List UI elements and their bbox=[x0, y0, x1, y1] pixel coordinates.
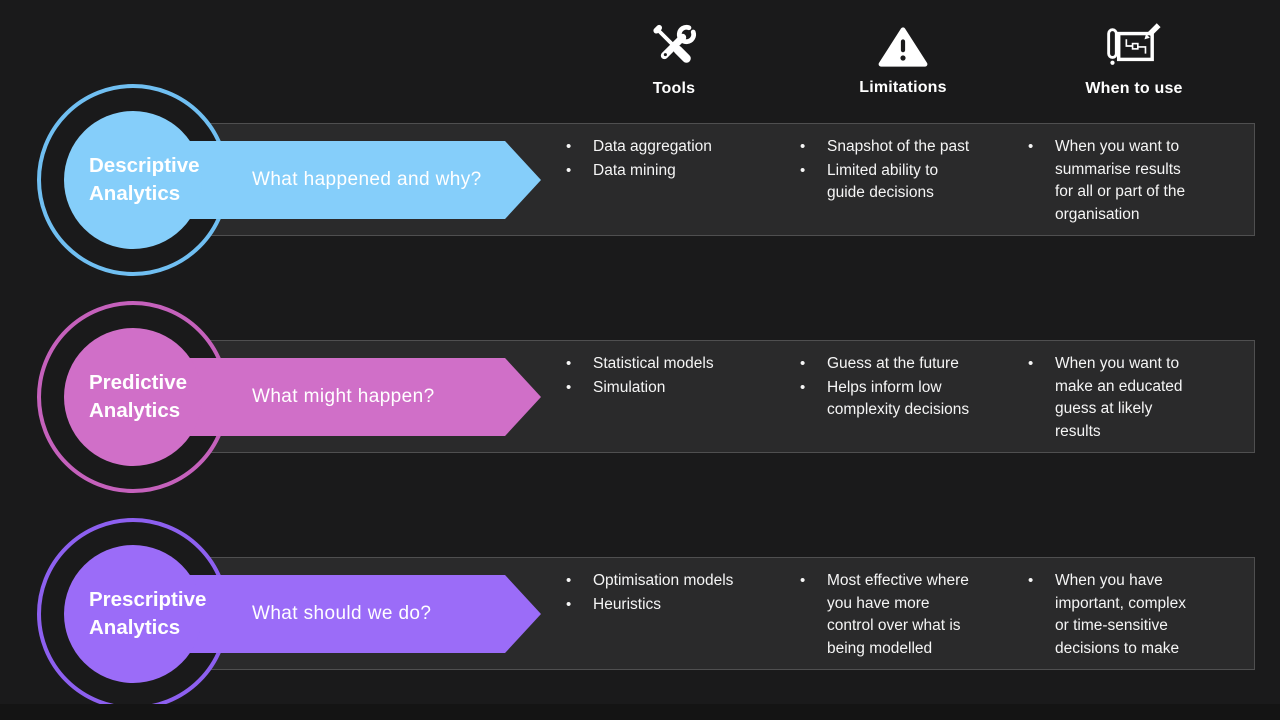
list-item: •Data mining bbox=[566, 160, 786, 183]
question-arrow: What might happen? bbox=[150, 358, 541, 436]
header-column-tools: Tools bbox=[614, 22, 734, 98]
header-column-limitations: Limitations bbox=[833, 25, 973, 97]
column-header-limitations: Limitations bbox=[859, 79, 947, 96]
list-item: •Guess at the future bbox=[800, 353, 990, 376]
question-text: What might happen? bbox=[252, 386, 435, 407]
bullet-icon: • bbox=[566, 355, 572, 372]
column-header-when-to-use: When to use bbox=[1085, 80, 1183, 97]
blueprint-icon bbox=[1106, 22, 1162, 70]
tools-list: •Optimisation models •Heuristics bbox=[566, 570, 786, 616]
analytics-circle bbox=[64, 328, 202, 466]
question-arrow: What happened and why? bbox=[150, 141, 541, 219]
list-item: •Data aggregation bbox=[566, 136, 786, 159]
bullet-icon: • bbox=[800, 378, 806, 396]
question-arrow: What should we do? bbox=[150, 575, 541, 653]
question-text: What happened and why? bbox=[252, 169, 482, 190]
list-item: •Statistical models bbox=[566, 353, 786, 376]
tools-list: •Statistical models •Simulation bbox=[566, 353, 786, 399]
bullet-icon: • bbox=[1028, 572, 1034, 589]
list-item: •Optimisation models bbox=[566, 570, 786, 593]
question-text: What should we do? bbox=[252, 603, 432, 624]
list-item: •Heuristics bbox=[566, 594, 786, 617]
bullet-icon: • bbox=[800, 355, 806, 372]
bullet-icon: • bbox=[1028, 355, 1034, 372]
bullet-icon: • bbox=[566, 161, 572, 179]
bullet-icon: • bbox=[566, 138, 572, 155]
bullet-icon: • bbox=[800, 161, 806, 179]
limitations-list: •Snapshot of the past •Limited ability t… bbox=[800, 136, 990, 205]
header-column-when-to-use: When to use bbox=[1059, 22, 1209, 98]
list-item: •Snapshot of the past bbox=[800, 136, 990, 159]
tools-icon bbox=[649, 22, 699, 70]
bullet-icon: • bbox=[1028, 138, 1034, 155]
tools-list: •Data aggregation •Data mining bbox=[566, 136, 786, 182]
column-header-tools: Tools bbox=[652, 80, 696, 97]
bullet-icon: • bbox=[566, 595, 572, 613]
bullet-icon: • bbox=[800, 572, 806, 589]
list-item: •Simulation bbox=[566, 377, 786, 400]
bullet-icon: • bbox=[800, 138, 806, 155]
bottom-letterbox bbox=[0, 704, 1280, 720]
warning-icon bbox=[876, 25, 930, 69]
analytics-circle bbox=[64, 545, 202, 683]
analytics-circle bbox=[64, 111, 202, 249]
bullet-icon: • bbox=[566, 378, 572, 396]
bullet-icon: • bbox=[566, 572, 572, 589]
